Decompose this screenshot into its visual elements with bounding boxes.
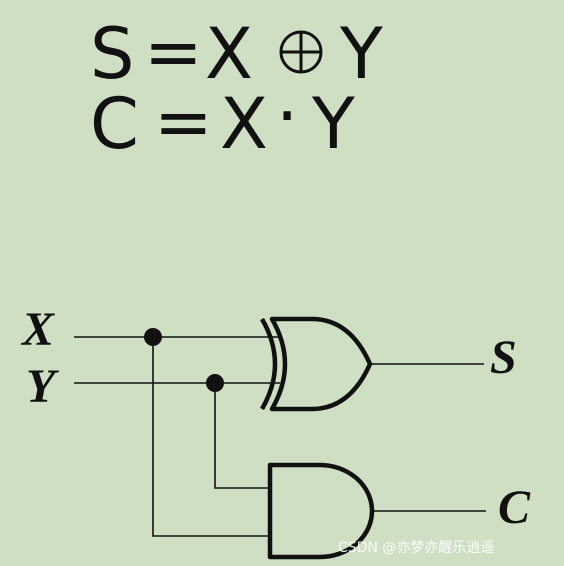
carry-equation-y: Y [311, 83, 355, 165]
xor-operator-icon [279, 30, 323, 74]
wires [74, 336, 486, 537]
xor-gate-body [269, 316, 373, 412]
and-gate [267, 462, 375, 560]
carry-equation-dot: · [276, 75, 298, 157]
xor-gate-input-curve [260, 317, 278, 411]
sum-equation-x: X [205, 13, 253, 95]
sum-equation: S = X Y [90, 11, 383, 95]
y-junction-dot [206, 374, 224, 392]
carry-equation-x: X [220, 83, 268, 165]
watermark-text: CSDN @亦梦亦醒乐逍遥 [338, 540, 494, 556]
carry-equation-lhs: C [90, 83, 139, 165]
input-label-y: Y [26, 360, 59, 413]
carry-equation: C = X · Y [90, 75, 355, 165]
and-gate-body [267, 462, 375, 560]
x-branch-wire [152, 337, 270, 537]
xor-gate [260, 316, 373, 412]
output-label-sum: S [490, 331, 517, 384]
carry-equation-equals: = [154, 81, 213, 163]
sum-equation-lhs: S [90, 13, 134, 95]
sum-equation-y: Y [339, 13, 383, 95]
input-label-x: X [20, 303, 55, 356]
y-branch-wire [214, 383, 270, 489]
sum-equation-equals: = [144, 11, 203, 93]
x-junction-dot [144, 328, 162, 346]
output-label-carry: C [498, 481, 531, 534]
